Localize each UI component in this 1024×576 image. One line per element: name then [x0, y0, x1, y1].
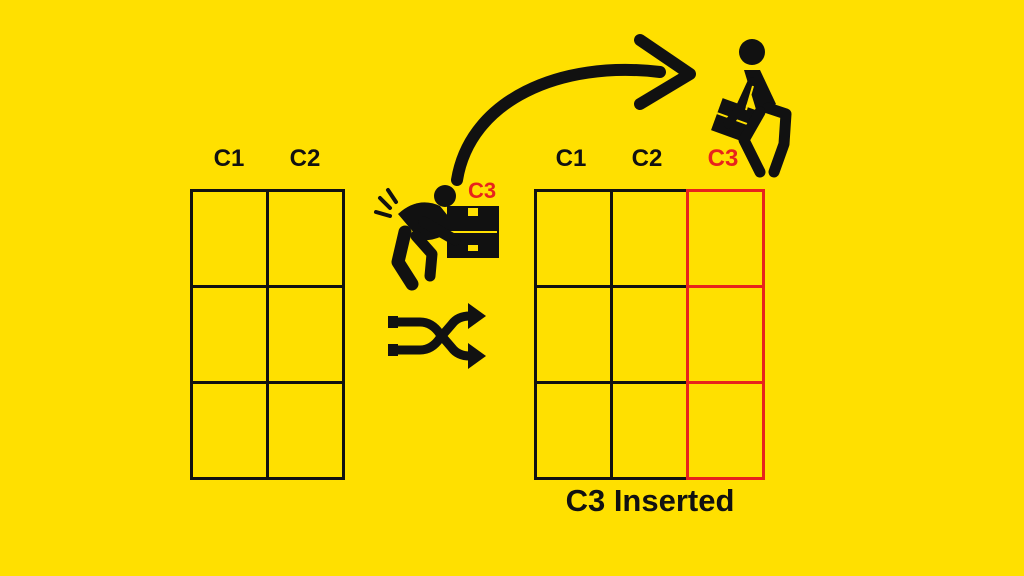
inserted-cell: [685, 380, 765, 480]
curved-arrow-icon: [451, 34, 696, 186]
before-cell: [265, 380, 345, 480]
before-table: [189, 188, 345, 480]
before-header-c2: C2: [289, 145, 321, 172]
after-header-c1: C1: [555, 145, 587, 172]
before-header-c1: C1: [213, 145, 245, 172]
after-header-c2: C2: [631, 145, 663, 172]
after-table: [533, 188, 765, 480]
after-header-c3: C3: [707, 145, 739, 172]
person-carrying-box-icon: [374, 185, 499, 291]
shuffle-arrows-icon: [388, 303, 486, 369]
person-walking-with-box-icon: [711, 39, 792, 178]
moving-column-label: C3: [468, 178, 496, 203]
caption: C3 Inserted: [565, 483, 735, 518]
